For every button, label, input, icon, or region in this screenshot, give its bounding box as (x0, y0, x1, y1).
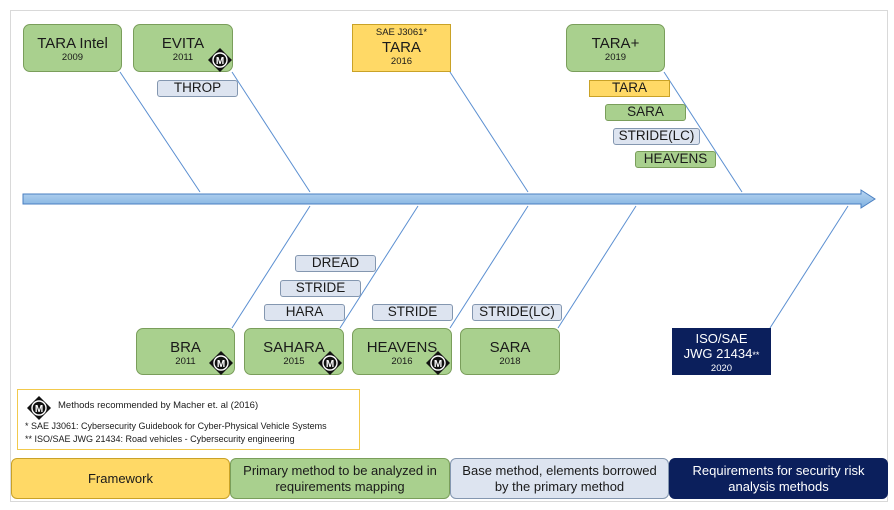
framework-name: SAHARA (263, 339, 325, 356)
framework-year: 2016 (390, 56, 413, 67)
recommended-m-icon: M (317, 350, 343, 376)
svg-text:M: M (35, 404, 43, 415)
framework-name: SARA (489, 339, 531, 356)
connector-bra (231, 205, 311, 329)
method-stride: STRIDE (372, 304, 453, 321)
category-label: Framework (87, 470, 153, 486)
connector-iso-sae (769, 205, 849, 329)
recommended-m-icon: M (207, 47, 233, 73)
framework-name: TARA+ (591, 35, 640, 52)
framework-evita: EVITA 2011 (133, 24, 233, 72)
method-dread: DREAD (295, 255, 376, 272)
category-base-method: Base method, elements borrowed by the pr… (450, 458, 669, 499)
recommended-m-icon: M (425, 350, 451, 376)
diagram-frame (10, 10, 888, 502)
connector-tara-2016 (449, 71, 529, 193)
framework-name-line2: JWG 21434 (683, 346, 753, 361)
recommended-m-icon: M (26, 395, 52, 421)
connector-sahara (339, 205, 419, 329)
framework-name-line1: ISO/SAE (695, 331, 748, 346)
framework-year: 2019 (604, 52, 627, 63)
method-stride-lc: STRIDE(LC) (472, 304, 562, 321)
method-stride-lc: STRIDE(LC) (613, 128, 700, 145)
framework-name: EVITA (161, 35, 205, 52)
connector-tara-plus (663, 71, 743, 193)
category-label: Requirements for security risk analysis … (692, 462, 865, 494)
framework-year: 2016 (391, 356, 413, 367)
connector-sara (557, 205, 637, 329)
framework-year: 2020 (710, 363, 733, 374)
framework-iso-sae: ISO/SAE JWG 21434** 2020 (672, 328, 771, 375)
framework-name: BRA (170, 339, 201, 356)
category-label: Base method, elements borrowed by the pr… (462, 462, 657, 494)
category-primary-method: Primary method to be analyzed in require… (230, 458, 450, 499)
category-label: Primary method to be analyzed in require… (243, 462, 437, 494)
framework-tara-plus: TARA+ 2019 (566, 24, 665, 72)
legend-note-sae: * SAE J3061: Cybersecurity Guidebook for… (25, 421, 327, 431)
framework-year: 2018 (499, 356, 521, 367)
framework-prefix: SAE J3061* (375, 27, 428, 38)
framework-sara: SARA 2018 (460, 328, 560, 375)
svg-text:M: M (216, 56, 224, 67)
framework-year: 2011 (175, 356, 196, 367)
framework-name: TARA (382, 39, 421, 56)
legend-box: M Methods recommended by Macher et. al (… (17, 389, 360, 450)
framework-name: TARA Intel (37, 35, 108, 52)
recommended-m-icon: M (208, 350, 234, 376)
category-framework: Framework (11, 458, 230, 499)
svg-text:M: M (434, 359, 442, 370)
method-hara: HARA (264, 304, 345, 321)
framework-heavens: HEAVENS 2016 (352, 328, 452, 375)
svg-text:M: M (326, 359, 334, 370)
framework-year: 2015 (283, 356, 305, 367)
framework-tara-intel: TARA Intel 2009 (23, 24, 122, 72)
method-sara: SARA (605, 104, 686, 121)
method-throp: THROP (157, 80, 238, 97)
connector-heavens (449, 205, 529, 329)
framework-name: HEAVENS (366, 339, 438, 356)
svg-text:M: M (217, 359, 225, 370)
framework-year: 2011 (172, 52, 194, 63)
connector-evita (231, 71, 311, 193)
category-requirements: Requirements for security risk analysis … (669, 458, 888, 499)
framework-year: 2009 (61, 52, 84, 63)
connector-tara-intel (119, 71, 201, 193)
legend-recommended-text: Methods recommended by Macher et. al (20… (58, 400, 259, 411)
timeline-arrow (22, 189, 876, 209)
framework-tara-sae: SAE J3061* TARA 2016 (352, 24, 451, 72)
method-tara: TARA (589, 80, 670, 97)
method-stride: STRIDE (280, 280, 361, 297)
framework-suffix: ** (752, 350, 760, 360)
legend-note-iso: ** ISO/SAE JWG 21434: Road vehicles - Cy… (25, 434, 295, 444)
method-heavens: HEAVENS (635, 151, 716, 168)
